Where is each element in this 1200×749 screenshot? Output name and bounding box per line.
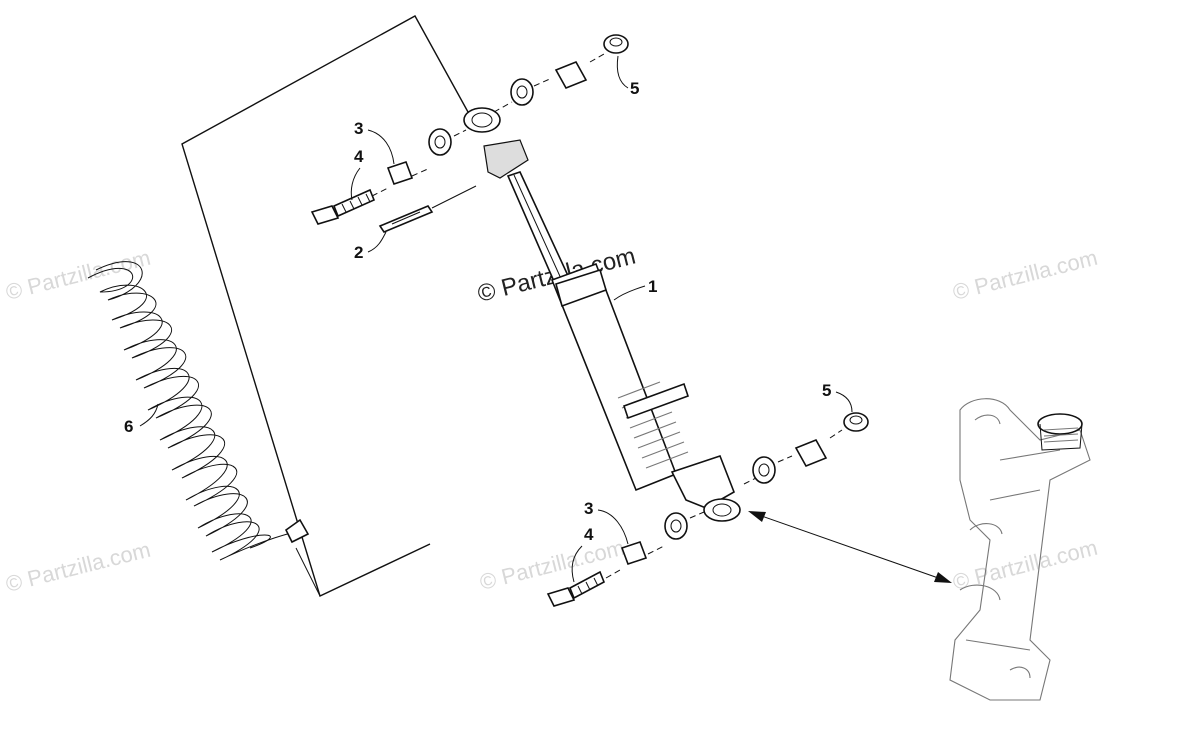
lower-hardware [546, 412, 869, 607]
watermark-right-top: © Partzilla.com [950, 245, 1100, 305]
callout-1: 1 [648, 277, 657, 296]
steering-knuckle [949, 398, 1091, 701]
leader-5-lower [835, 391, 853, 413]
leader-2 [367, 231, 387, 253]
spring-leader-bottom [295, 547, 321, 597]
leader-1 [613, 285, 646, 301]
callout-3-upper: 3 [354, 119, 363, 138]
attachment-arrow [748, 511, 952, 583]
leader-4-lower [571, 545, 583, 583]
callout-4-upper: 4 [354, 147, 364, 166]
callout-2: 2 [354, 243, 363, 262]
callout-5-upper: 5 [630, 79, 639, 98]
watermark-left-bottom: © Partzilla.com [3, 537, 153, 597]
watermark-center-bottom: © Partzilla.com [477, 535, 627, 595]
callout-4-lower: 4 [584, 525, 594, 544]
upper-hardware [310, 34, 629, 233]
callout-6: 6 [124, 417, 133, 436]
leader-4-upper [350, 167, 361, 201]
callout-3-lower: 3 [584, 499, 593, 518]
shock-absorber [463, 107, 741, 522]
watermark-right-bottom: © Partzilla.com [950, 535, 1100, 595]
callout-5-lower: 5 [822, 381, 831, 400]
coil-spring [87, 261, 310, 561]
leader-6 [139, 403, 159, 427]
leader-3-lower [597, 509, 629, 545]
spring-bracket-line [181, 15, 469, 597]
leader-3-upper [367, 129, 395, 165]
leader-5-upper [616, 55, 629, 89]
watermark-left-top: © Partzilla.com [3, 245, 153, 305]
